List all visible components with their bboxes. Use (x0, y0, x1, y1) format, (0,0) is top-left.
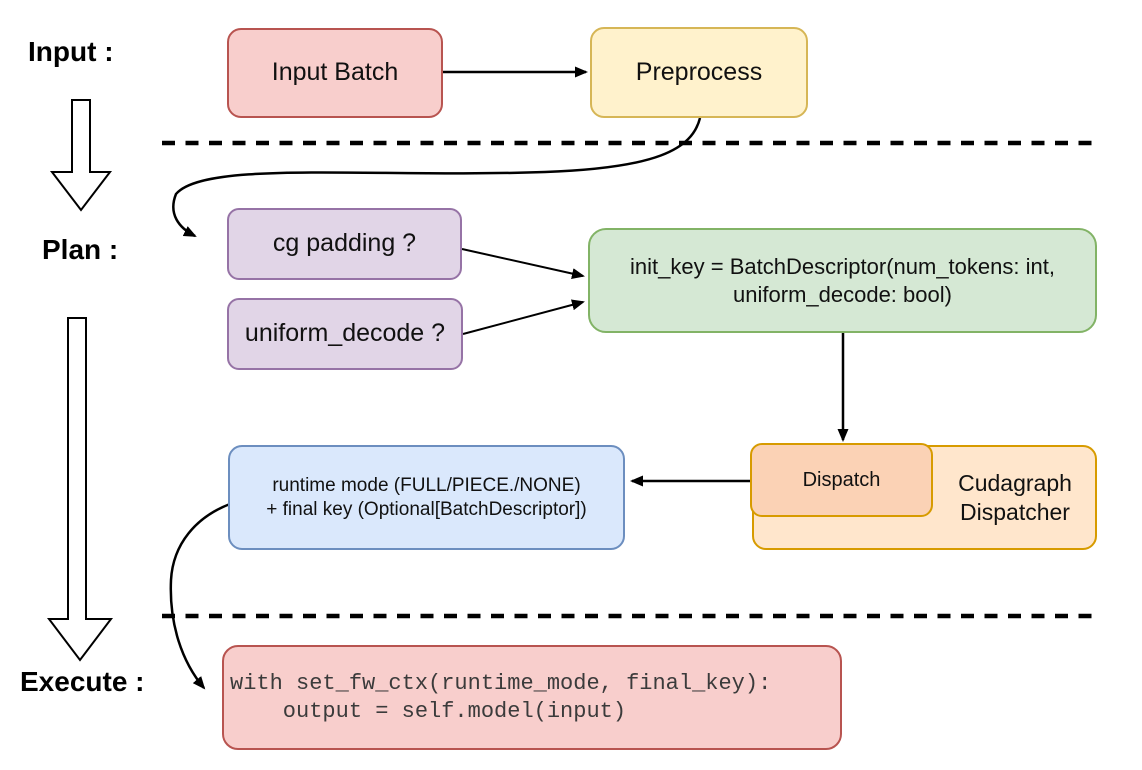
node-input-batch: Input Batch (227, 28, 443, 118)
execute-code-line1: with set_fw_ctx(runtime_mode, final_key)… (230, 670, 772, 696)
node-cg-padding-label: cg padding ? (272, 229, 417, 258)
node-execute-code: with set_fw_ctx(runtime_mode, final_key)… (222, 645, 842, 750)
arrow-preprocess-to-cg-padding (172, 117, 702, 238)
node-preprocess: Preprocess (590, 27, 808, 118)
node-init-key-line2: uniform_decode: bool) (733, 281, 952, 307)
arrow-cg-padding-to-init-key (461, 248, 585, 279)
node-uniform-decode: uniform_decode ? (227, 298, 463, 370)
arrow-runtime-mode-to-execute-code (169, 502, 231, 690)
node-uniform-decode-label: uniform_decode ? (244, 319, 446, 348)
node-init-key: init_key = BatchDescriptor(num_tokens: i… (588, 228, 1097, 333)
node-input-batch-label: Input Batch (271, 58, 399, 87)
execute-code-line2: output = self.model(input) (230, 698, 627, 724)
stage-arrow-input-to-plan (49, 99, 113, 212)
node-init-key-line1: init_key = BatchDescriptor(num_tokens: i… (630, 254, 1055, 279)
cudagraph-label-line1: Cudagraph (958, 469, 1072, 496)
node-dispatch-label: Dispatch (802, 468, 881, 491)
arrow-uniform-decode-to-init-key (462, 299, 585, 335)
stage-label-execute: Execute : (20, 666, 145, 697)
node-runtime-mode-line2: + final key (Optional[BatchDescriptor]) (266, 498, 587, 520)
node-runtime-mode-line1: runtime mode (FULL/PIECE./NONE) (272, 474, 581, 496)
node-cudagraph-dispatcher-label: Cudagraph Dispatcher (933, 445, 1097, 550)
cudagraph-label-line2: Dispatcher (960, 498, 1070, 525)
node-runtime-mode: runtime mode (FULL/PIECE./NONE) + final … (228, 445, 625, 550)
stage-label-input: Input : (28, 36, 114, 67)
stage-arrow-plan-to-execute (46, 317, 114, 662)
node-dispatch: Dispatch (750, 443, 933, 517)
node-cg-padding: cg padding ? (227, 208, 462, 280)
stage-label-plan: Plan : (42, 234, 119, 265)
node-preprocess-label: Preprocess (635, 57, 763, 86)
